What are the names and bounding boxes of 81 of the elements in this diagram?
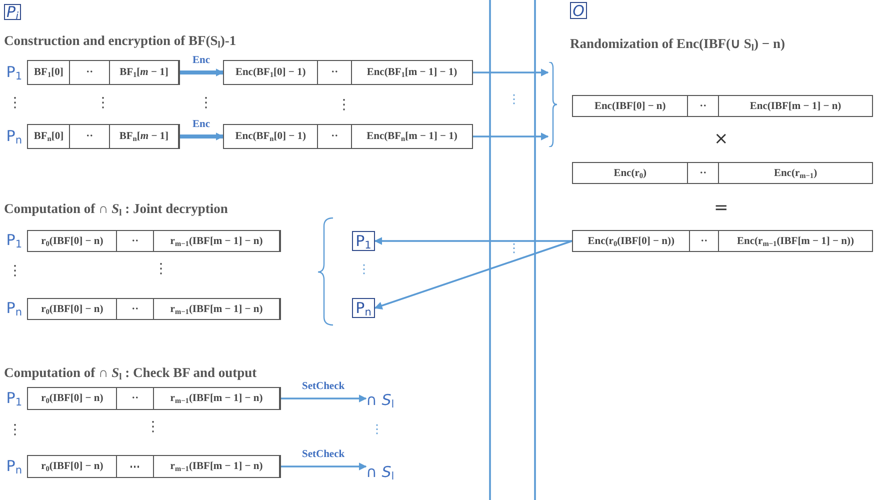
array-entry: Enc(r$_{0}$): [614, 168, 647, 178]
array-entry: Enc(BF$_{n}$[0] − 1): [235, 131, 306, 142]
array-entry: Enc(IBF[0] − n): [594, 100, 666, 112]
array-row: [572, 230, 873, 252]
arrow: [281, 462, 367, 470]
arrow: [473, 132, 549, 140]
array-entry: r$_{m−1}$(IBF[m − 1] − n): [170, 236, 263, 246]
section-heading: Computation of ∩ S$_{l}$ : Check BF and output: [4, 365, 257, 381]
section-heading: Randomization of Enc(IBF(∪ S$_{l}$) − n): [570, 35, 785, 52]
array-entry: r$_{0}$(IBF[0] − n): [41, 236, 104, 246]
array-entry: r$_{m−1}$(IBF[m − 1] − n): [170, 461, 263, 472]
result-set-label: ∩ S$_{l}$: [366, 389, 406, 411]
operator-symbol: ×: [714, 131, 728, 148]
party-label: P$_{1}$: [6, 388, 22, 406]
array-entry: r$_{m−1}$(IBF[m − 1] − n): [170, 393, 263, 404]
party-box: P$_{n}$: [352, 298, 375, 318]
array-entry: ··: [86, 67, 94, 78]
array-row: [223, 124, 473, 149]
section-heading: Construction and encryption of BF(S$_{l}$)-1: [4, 33, 236, 49]
array-entry: ··: [700, 168, 707, 178]
ellipsis-mark: ⋮: [8, 96, 22, 110]
party-box: P$_{i}$: [4, 4, 21, 20]
arrow: [473, 68, 549, 76]
ellipsis-mark: ⋮: [199, 96, 213, 110]
array-entry: BF$_{1}$[0]: [34, 67, 64, 78]
array-entry: r$_{0}$(IBF[0] − n): [41, 393, 104, 404]
array-entry: r$_{0}$(IBF[0] − n): [41, 304, 104, 314]
array-entry: ··: [700, 236, 708, 246]
arrow: [281, 394, 367, 402]
ellipsis-mark: ⋮: [508, 93, 520, 105]
operator-symbol: =: [714, 200, 728, 217]
array-entry: ··: [132, 304, 139, 314]
ellipsis-mark: ⋮: [96, 96, 110, 110]
array-entry: ··: [331, 67, 338, 78]
party-label: P$_{1}$: [6, 62, 22, 80]
edge-label: SetCheck: [301, 380, 346, 392]
array-entry: ··: [86, 131, 94, 142]
party-label: P$_{n}$: [6, 299, 22, 317]
party-label: P$_{n}$: [6, 456, 22, 474]
array-entry: ··: [132, 393, 139, 404]
array-entry: ··: [700, 100, 707, 112]
array-entry: BF$_{1}$[m − 1]: [120, 67, 168, 78]
party-label: P$_{n}$: [6, 126, 22, 144]
ellipsis-mark: ⋮: [154, 262, 168, 276]
array-entry: Enc(IBF[m − 1] − n): [750, 100, 842, 112]
ellipsis-mark: ⋮: [358, 263, 370, 275]
ellipsis-mark: ⋮: [371, 423, 383, 435]
array-entry: BF$_{n}$[0]: [34, 131, 64, 142]
array-entry: Enc(BF$_{1}$[0] − 1): [235, 67, 306, 78]
ellipsis-mark: ⋮: [337, 98, 351, 112]
array-entry: Enc(BF$_{n}$[m − 1] − 1): [366, 131, 458, 142]
arrow: [180, 68, 224, 76]
party-label: P$_{1}$: [6, 231, 22, 249]
array-entry: r$_{m−1}$(IBF[m − 1] − n): [170, 304, 263, 314]
array-row: [572, 95, 873, 117]
section-heading: Computation of ∩ S$_{l}$ : Joint decryption: [4, 201, 228, 217]
edge-label: Enc: [192, 118, 212, 130]
array-entry: ⋯: [130, 461, 141, 473]
array-entry: Enc(BF$_{1}$[m − 1] − 1): [366, 67, 458, 78]
array-entry: BF$_{n}$[m − 1]: [119, 131, 169, 142]
ellipsis-mark: ⋮: [508, 242, 520, 254]
array-entry: r$_{0}$(IBF[0] − n): [41, 461, 104, 472]
edge-label: Enc: [192, 54, 212, 66]
array-row: [572, 162, 873, 184]
array-entry: ··: [132, 236, 139, 246]
arrow: [374, 237, 572, 245]
arrow: [180, 132, 224, 140]
arrow: [374, 240, 572, 310]
array-entry: ··: [331, 131, 338, 142]
party-box: O: [570, 2, 587, 19]
array-entry: Enc(r$_{m−1}$): [774, 168, 818, 178]
ellipsis-mark: ⋮: [146, 420, 160, 434]
array-entry: Enc(r$_{0}$(IBF[0] − n)): [588, 236, 674, 246]
party-box: P$_{1}$: [352, 231, 375, 251]
array-entry: Enc(r$_{m−1}$(IBF[m − 1] − n)): [737, 236, 854, 246]
array-row: [223, 60, 473, 85]
ellipsis-mark: ⋮: [8, 423, 22, 437]
ellipsis-mark: ⋮: [8, 264, 22, 278]
edge-label: SetCheck: [301, 448, 346, 460]
result-set-label: ∩ S$_{l}$: [366, 461, 406, 483]
bracket-shape: [548, 62, 558, 147]
